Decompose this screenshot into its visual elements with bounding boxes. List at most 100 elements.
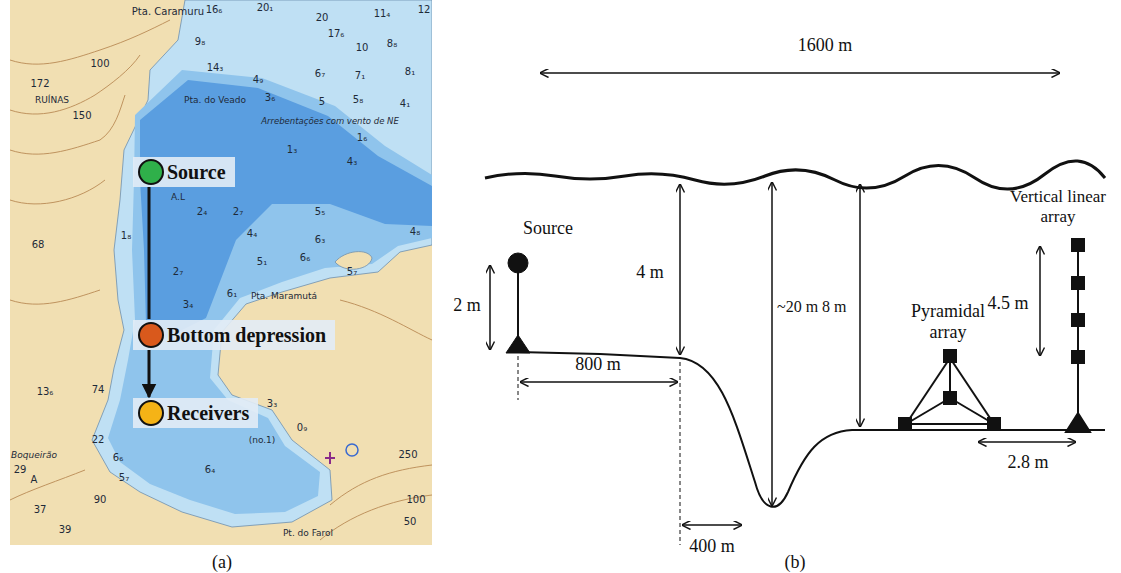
chart-label: 7₁ bbox=[355, 70, 365, 82]
chart-label: Arrebentações com vento de NE bbox=[261, 117, 399, 127]
chart-label: 6₆ bbox=[113, 452, 123, 464]
chart-label: 14₃ bbox=[207, 62, 224, 74]
chart-label: Pta. Caramuru bbox=[132, 6, 204, 18]
seabed bbox=[518, 352, 1105, 507]
chart-label: RUÍNAS bbox=[35, 95, 69, 105]
shallow-water bbox=[92, 0, 432, 527]
chart-label: Pta. Maramutá bbox=[251, 291, 317, 301]
dimension-arrow bbox=[682, 524, 742, 526]
dimension-arrow bbox=[540, 72, 1060, 74]
chart-label: 3₃ bbox=[267, 398, 277, 410]
vertical-linear-array bbox=[1066, 239, 1090, 432]
chart-label: 39 bbox=[59, 524, 72, 536]
chart-label: 29 bbox=[14, 464, 27, 476]
dimension-label: 2 m bbox=[453, 295, 481, 316]
dimension-label: 4 m bbox=[636, 262, 664, 283]
dimension-label: (b) bbox=[785, 552, 806, 573]
position-marker bbox=[138, 400, 164, 426]
deep-water bbox=[140, 80, 432, 338]
dimension-label: Source bbox=[523, 218, 573, 239]
dimension-label: 8 m bbox=[822, 298, 846, 316]
chart-label: 6₆ bbox=[300, 252, 310, 264]
mooring-line bbox=[517, 265, 519, 342]
chart-label: A bbox=[31, 474, 38, 486]
dimension-arrow bbox=[1039, 246, 1041, 356]
chart-label: 5₇ bbox=[347, 266, 357, 278]
chart-label: 5₁ bbox=[257, 256, 267, 268]
chart-label: 4₃ bbox=[347, 156, 357, 168]
chart-label: 4₄ bbox=[247, 228, 257, 240]
chart-label: 5₅ bbox=[315, 206, 325, 218]
anchor-symbol bbox=[325, 452, 335, 464]
chart-label: 74 bbox=[92, 384, 105, 396]
mid-water bbox=[108, 70, 432, 514]
chart-label: 37 bbox=[34, 504, 47, 516]
chart-label: 1₆ bbox=[357, 132, 367, 144]
chart-label: 100 bbox=[406, 494, 425, 506]
marker-label: Bottom depression bbox=[133, 320, 335, 350]
dimension-label: 400 m bbox=[689, 536, 735, 557]
chart-label: 3₆ bbox=[265, 92, 275, 104]
chart-label: 2₄ bbox=[197, 206, 207, 218]
reference-line bbox=[518, 356, 519, 400]
chart-label: 50 bbox=[404, 516, 417, 528]
chart-label: (no.1) bbox=[249, 435, 276, 445]
chart-label: 20₁ bbox=[257, 2, 274, 14]
chart-label: 12 bbox=[418, 4, 431, 16]
nautical-chart bbox=[10, 0, 432, 545]
marker-label: Source bbox=[133, 157, 235, 187]
chart-label: 20 bbox=[316, 12, 329, 24]
chart-label: 11₄ bbox=[374, 8, 391, 20]
chart-label: 6₄ bbox=[205, 464, 215, 476]
position-marker bbox=[138, 322, 164, 348]
chart-label: 17₆ bbox=[328, 28, 345, 40]
track-arrow bbox=[148, 350, 151, 397]
chart-label: 1₈ bbox=[121, 230, 131, 242]
track-arrow bbox=[148, 187, 151, 319]
chart-label: Pt. do Farol bbox=[283, 528, 333, 538]
node-text: Bottom depression bbox=[167, 323, 326, 347]
dimension-arrow bbox=[520, 381, 678, 383]
dimension-label: Vertical linear array bbox=[1002, 187, 1114, 226]
land bbox=[10, 0, 432, 545]
chart-label: 5₈ bbox=[353, 94, 363, 106]
dimension-arrow bbox=[859, 184, 861, 427]
chart-label: 16₆ bbox=[206, 4, 223, 16]
dimension-arrow bbox=[771, 182, 773, 506]
chart-label: A.L bbox=[171, 192, 185, 202]
experiment-schematic bbox=[485, 73, 1105, 545]
chart-label: 4₁ bbox=[400, 98, 410, 110]
dimension-arrow bbox=[489, 265, 491, 350]
chart-label: 172 bbox=[30, 78, 49, 90]
dimension-label: 800 m bbox=[575, 354, 621, 375]
chart-label: 90 bbox=[94, 494, 107, 506]
reference-line bbox=[680, 362, 681, 545]
chart-label: 100 bbox=[90, 58, 109, 70]
marker-label: Receivers bbox=[133, 398, 258, 428]
dimension-label: Pyramidal array bbox=[902, 301, 994, 342]
chart-label: 68 bbox=[32, 239, 45, 251]
chart-label: 8₈ bbox=[387, 38, 397, 50]
pyramidal-array bbox=[899, 350, 1000, 430]
chart-label: Pta. do Veado bbox=[184, 95, 246, 105]
dimension-label: 2.8 m bbox=[1007, 452, 1048, 473]
position-marker bbox=[138, 159, 164, 185]
chart-label: 4₈ bbox=[410, 226, 420, 238]
chart-label: 13₆ bbox=[37, 386, 54, 398]
chart-label: 1₃ bbox=[287, 144, 297, 156]
chart-label: 250 bbox=[398, 449, 417, 461]
node-text: Receivers bbox=[167, 401, 249, 425]
source-anchor bbox=[506, 335, 530, 353]
dimension-label: 1600 m bbox=[798, 35, 853, 56]
chart-label: 5₇ bbox=[119, 472, 129, 484]
chart-label: 3₄ bbox=[183, 299, 193, 311]
dimension-label: (a) bbox=[212, 552, 232, 573]
chart-label: 2₇ bbox=[173, 266, 183, 278]
chart-label: 10 bbox=[356, 42, 369, 54]
chart-label: 2₇ bbox=[233, 206, 243, 218]
chart-label: 150 bbox=[72, 110, 91, 122]
chart-label: 6₃ bbox=[315, 234, 325, 246]
